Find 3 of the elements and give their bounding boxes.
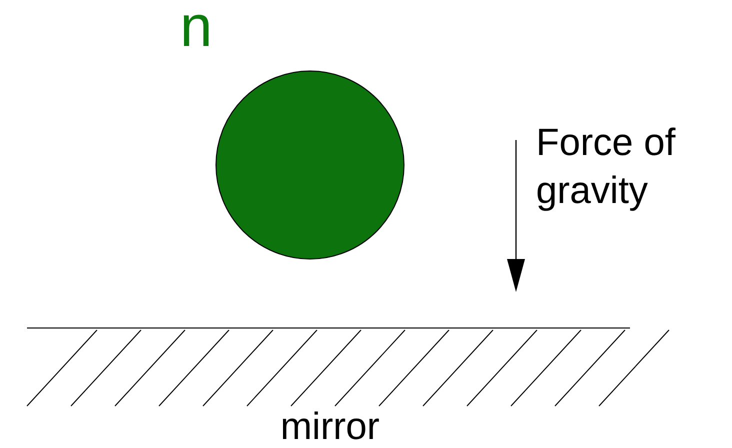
force-label: Force of gravity [536,121,676,214]
surface-label: mirror [279,408,381,446]
particle-label: n [180,0,212,56]
